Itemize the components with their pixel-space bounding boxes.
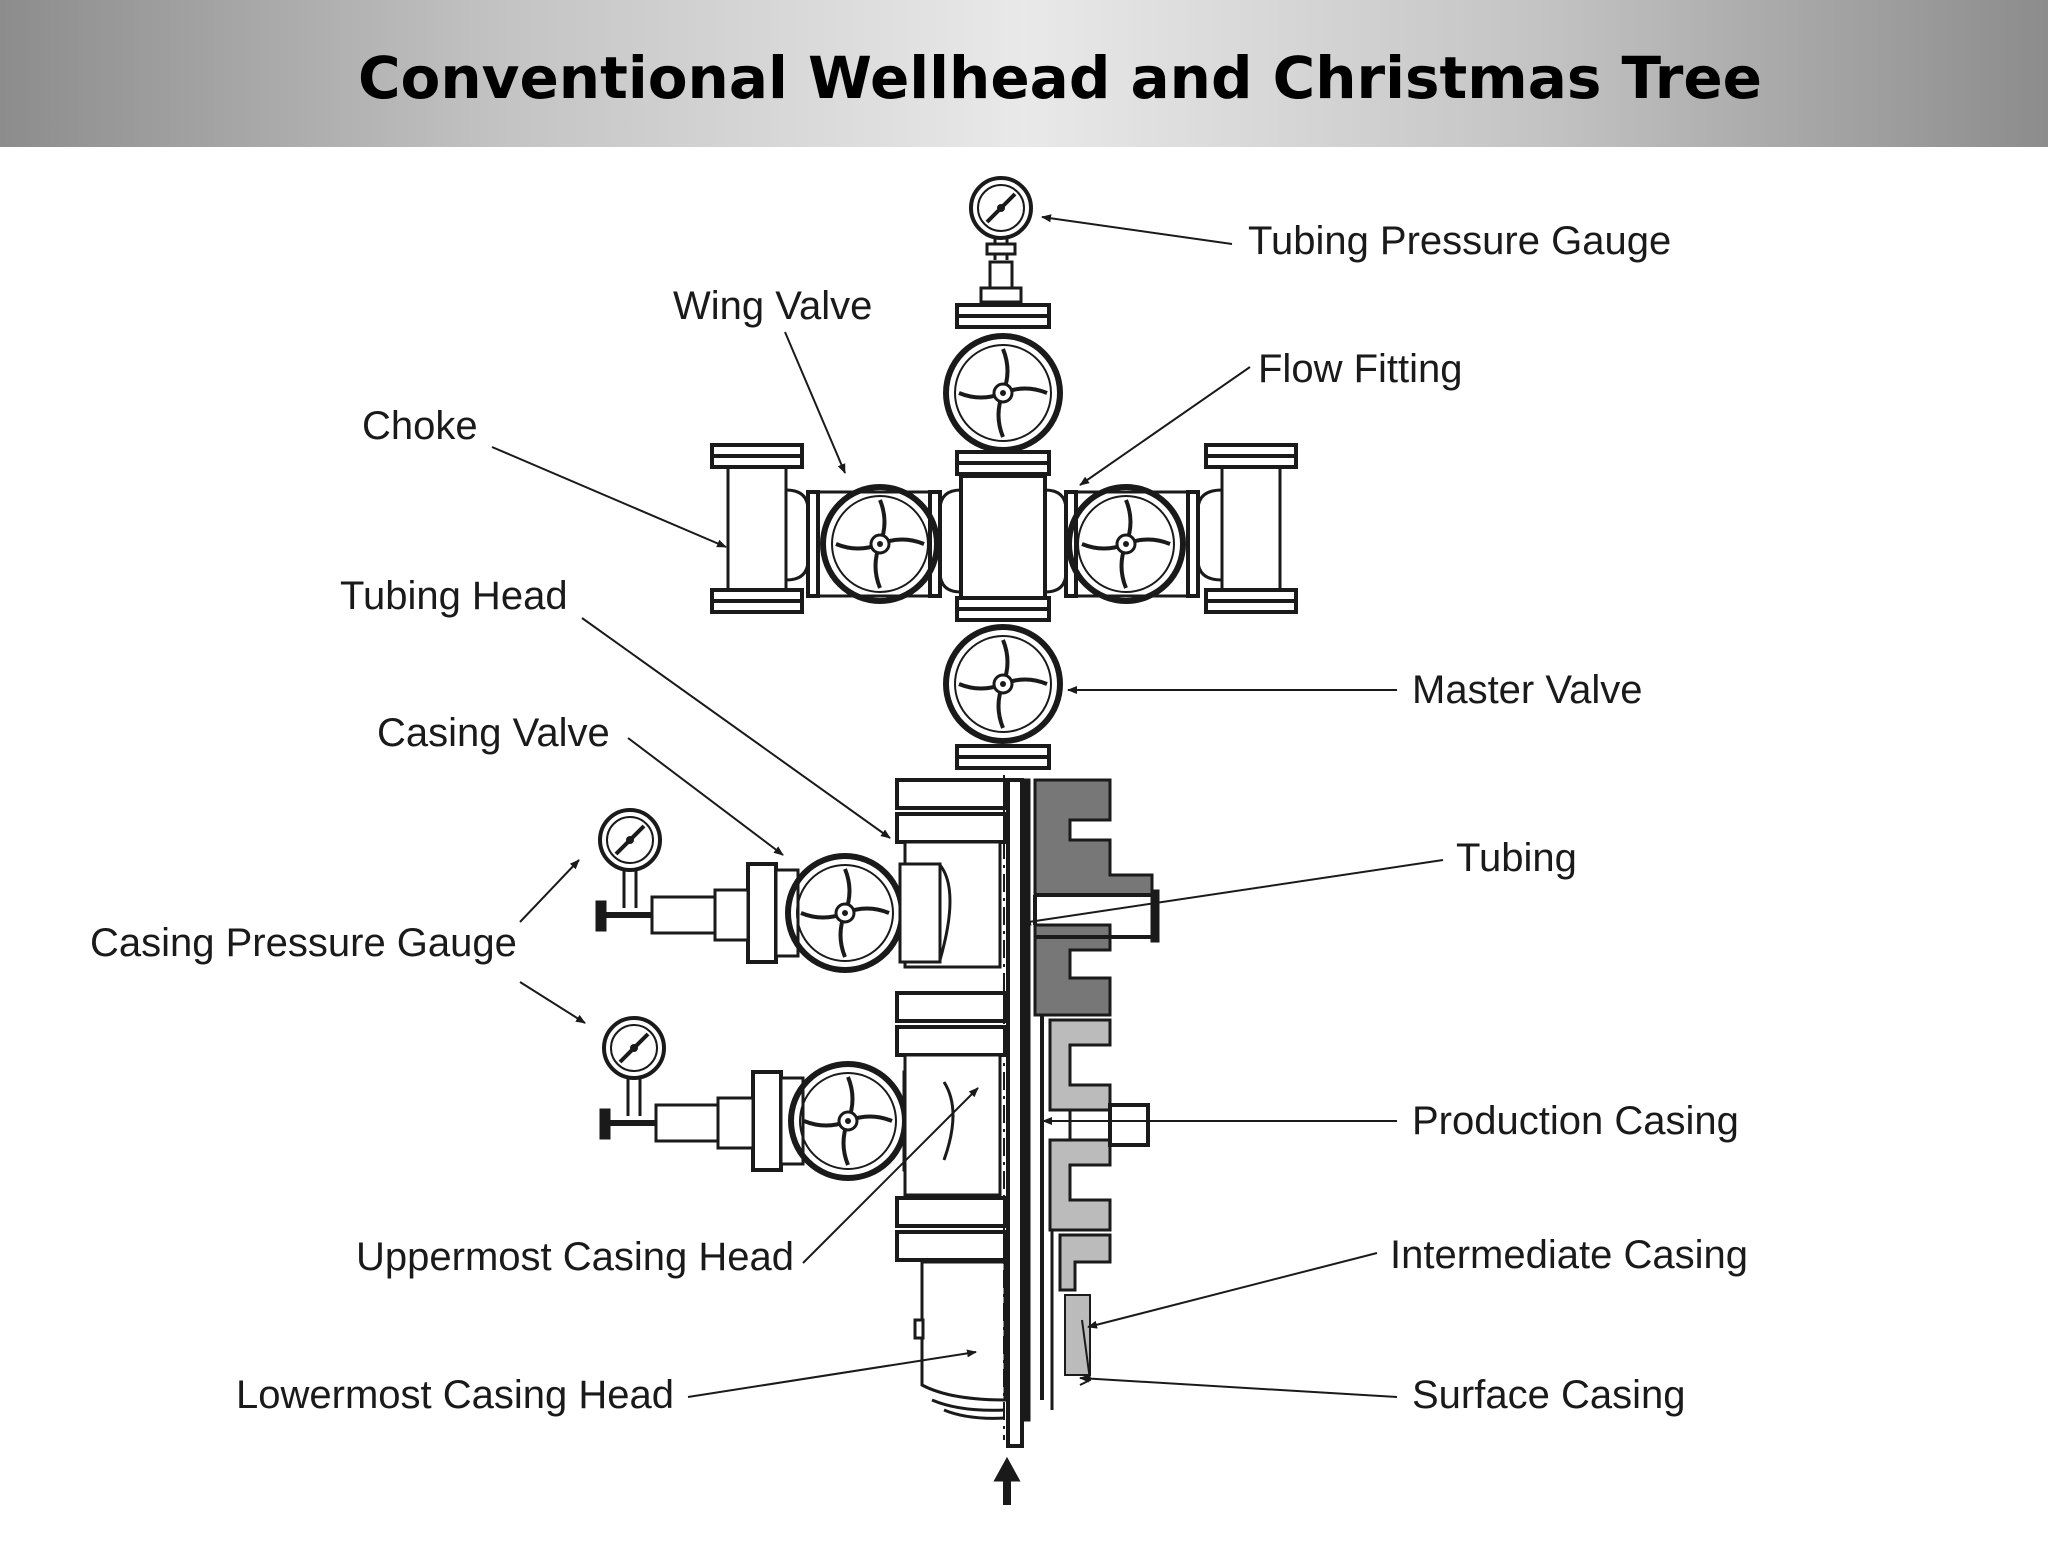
label-casing-pressure-gauge: Casing Pressure Gauge [90, 921, 517, 965]
left-wing-valve-icon [806, 487, 942, 601]
leader-choke [491, 446, 727, 548]
leader-surface-casing [1079, 1374, 1398, 1398]
leader-flow-fitting [1079, 366, 1251, 486]
label-wing-valve: Wing Valve [673, 284, 873, 328]
label-tubing: Tubing [1456, 836, 1577, 880]
left-choke-icon [710, 443, 810, 614]
leader-lowermost-casing-head [687, 1349, 977, 1398]
leader-tubing-head [581, 617, 891, 839]
leader-casing-pressure-gauge-upper [519, 859, 580, 923]
title-bar: Conventional Wellhead and Christmas Tree [0, 0, 2048, 147]
lower-casing-valve-icon [654, 1064, 946, 1178]
top-valve-icon [946, 303, 1060, 476]
leader-tubing-pressure-gauge [1041, 214, 1233, 245]
leader-casing-pressure-gauge-lower [519, 981, 586, 1024]
leader-intermediate-casing [1087, 1252, 1378, 1329]
leader-lines [491, 214, 1444, 1398]
label-casing-valve: Casing Valve [377, 711, 610, 755]
label-uppermost-casing-head: Uppermost Casing Head [356, 1235, 794, 1279]
label-flow-fitting: Flow Fitting [1258, 347, 1463, 391]
upper-casing-pressure-gauge-icon [595, 808, 662, 932]
label-lowermost-casing-head: Lowermost Casing Head [236, 1373, 674, 1417]
label-choke: Choke [362, 404, 478, 448]
wellbore-cutaway [1003, 775, 1160, 1448]
lower-casing-pressure-gauge-icon [599, 1016, 666, 1140]
leader-uppermost-casing-head [802, 1087, 979, 1264]
flow-up-arrow-icon [993, 1456, 1021, 1505]
upper-casing-valve-icon [650, 856, 942, 970]
label-tubing-head: Tubing Head [340, 574, 568, 618]
wellhead-diagram: Tubing Pressure Gauge Wing Valve Flow Fi… [0, 147, 2048, 1536]
label-surface-casing: Surface Casing [1412, 1373, 1686, 1417]
master-valve-icon [946, 596, 1060, 770]
label-production-casing: Production Casing [1412, 1099, 1739, 1143]
right-wing-valve-icon [1064, 487, 1200, 601]
leader-wing-valve [784, 331, 846, 474]
leader-casing-valve [627, 737, 784, 856]
casing-heads [895, 1053, 1007, 1420]
leader-tubing [1021, 859, 1444, 926]
label-tubing-pressure-gauge: Tubing Pressure Gauge [1248, 219, 1672, 263]
label-master-valve: Master Valve [1412, 668, 1643, 712]
tubing-pressure-gauge-icon [969, 176, 1033, 304]
flow-fitting-cross [938, 474, 1068, 608]
label-intermediate-casing: Intermediate Casing [1390, 1233, 1748, 1277]
wellhead-drawing [491, 176, 1444, 1505]
page-title: Conventional Wellhead and Christmas Tree [357, 44, 1763, 112]
right-choke-icon [1196, 443, 1298, 614]
